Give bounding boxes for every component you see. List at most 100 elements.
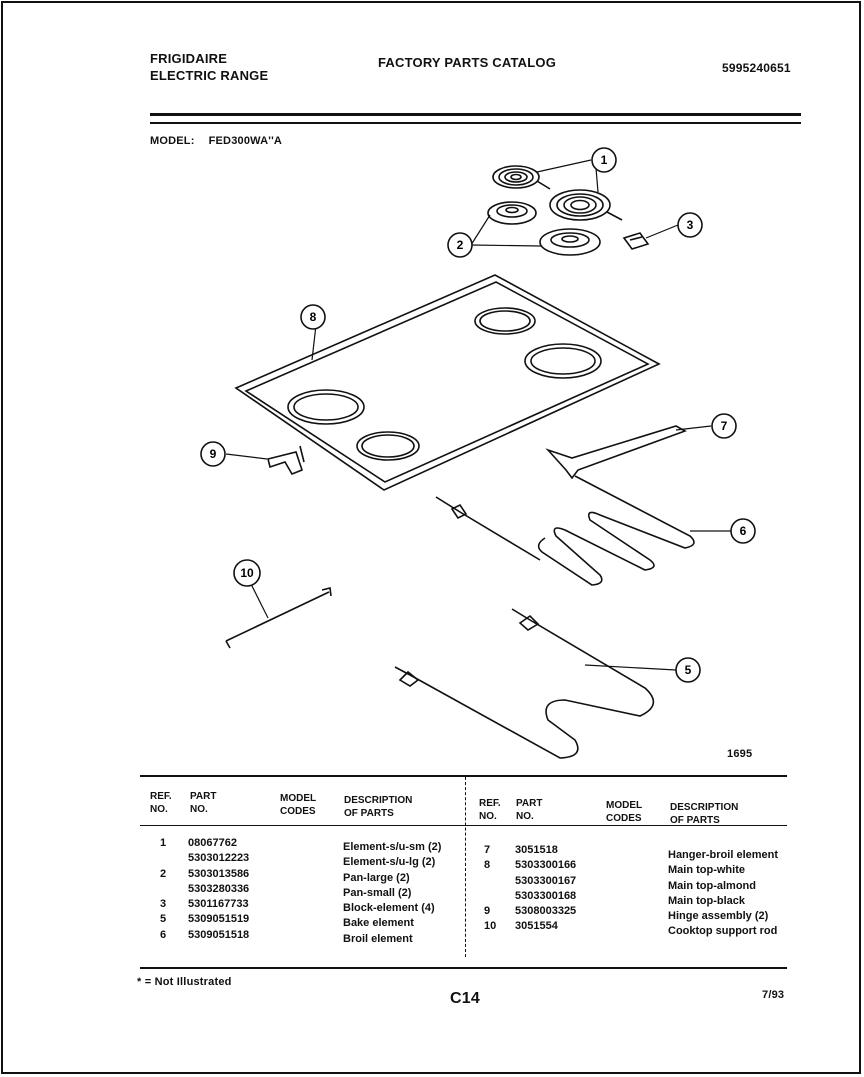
drip-pan-large [539, 228, 601, 256]
callout-label: 5 [685, 663, 692, 677]
ref-cell: 9 [484, 905, 491, 918]
callout-3: 3 [677, 212, 703, 238]
header-part-right: PART NO. [516, 798, 543, 822]
table-header-rule [140, 825, 787, 826]
left-ref-column: 1 2 3 5 6 [160, 836, 166, 943]
part-cell: 5303300166 [515, 859, 577, 872]
right-desc-column: Hanger-broil element Main top-white Main… [668, 848, 778, 940]
header-ref-left: REF. NO. [150, 791, 172, 815]
page-id: C14 [450, 990, 480, 1007]
desc-cell: Element-s/u-sm (2) [343, 841, 442, 853]
product-type: ELECTRIC RANGE [150, 68, 269, 83]
desc-cell: Pan-large (2) [343, 871, 410, 884]
header-desc-right: DESCRIPTION OF PARTS [670, 802, 739, 826]
part-cell: 5301167733 [188, 898, 249, 911]
callout-9: 9 [200, 441, 226, 467]
right-ref-column: 7 8 9 10 [484, 843, 496, 935]
header-part-left: PART NO. [190, 791, 217, 815]
ref-cell: 5 [160, 913, 167, 926]
part-cell: 5303013586 [188, 867, 250, 880]
main-cooktop [234, 274, 661, 491]
broil-element-hanger [545, 425, 687, 480]
table-top-rule [140, 775, 787, 777]
drawing-number: 1695 [727, 748, 753, 760]
drip-pan-small [487, 201, 537, 225]
brand-block: FRIGIDAIRE ELECTRIC RANGE [150, 50, 268, 84]
ref-cell: 1 [160, 837, 167, 849]
ref-cell [160, 851, 166, 866]
ref-cell: 10 [484, 920, 497, 933]
callout-label: 3 [687, 218, 694, 232]
desc-cell: Main top-black [668, 894, 746, 907]
part-cell: 5309051518 [188, 928, 250, 941]
part-cell: 5308003325 [515, 905, 577, 918]
right-part-column: 3051518 5303300166 5303300167 5303300168… [515, 843, 576, 935]
ref-cell: 2 [160, 867, 167, 880]
callout-6: 6 [730, 518, 756, 544]
header-desc-left: DESCRIPTION OF PARTS [344, 795, 413, 819]
left-desc-column: Element-s/u-sm (2) Element-s/u-lg (2) Pa… [343, 840, 441, 947]
brand-name: FRIGIDAIRE [150, 51, 228, 66]
ref-cell [484, 889, 496, 904]
ref-cell [484, 874, 496, 889]
callout-2: 2 [447, 232, 473, 258]
ref-cell: 6 [160, 928, 167, 941]
model-label: MODEL: [150, 135, 195, 147]
terminal-block [622, 232, 650, 250]
header-codes-right: MODEL CODES [606, 800, 643, 824]
callout-label: 6 [740, 524, 747, 538]
part-cell: 08067762 [188, 837, 237, 849]
part-cell: 5309051519 [188, 913, 250, 926]
surface-element-small [492, 165, 551, 190]
broil-element [435, 475, 695, 586]
desc-cell: Hanger-broil element [668, 849, 779, 861]
callout-5: 5 [675, 657, 701, 683]
callout-label: 9 [210, 447, 217, 461]
desc-cell: Pan-small (2) [343, 886, 412, 899]
header-rule-thin [150, 122, 801, 124]
desc-cell: Broil element [343, 932, 413, 945]
callout-label: 7 [721, 419, 728, 433]
desc-cell: Element-s/u-lg (2) [343, 856, 436, 869]
callout-label: 8 [310, 310, 317, 324]
cooktop-support-rod [225, 587, 332, 649]
callout-8: 8 [300, 304, 326, 330]
table-divider [465, 777, 466, 957]
callout-7: 7 [711, 413, 737, 439]
desc-cell: Main top-almond [668, 879, 756, 892]
callout-1: 1 [591, 147, 617, 173]
catalog-number: 5995240651 [722, 61, 791, 75]
desc-cell: Cooktop support rod [668, 925, 778, 938]
desc-cell: Hinge assembly (2) [668, 910, 769, 923]
surface-element-large [549, 189, 623, 221]
table-bottom-rule [140, 967, 787, 969]
model-number: FED300WA''A [208, 135, 283, 147]
desc-cell: Main top-white [668, 864, 745, 877]
not-illustrated-note: * = Not Illustrated [137, 976, 232, 988]
part-cell: 3051518 [515, 844, 558, 856]
model-line: MODEL: FED300WA''A [150, 135, 282, 147]
part-cell: 5303300168 [515, 889, 577, 902]
revision-date: 7/93 [762, 989, 785, 1001]
callout-label: 2 [457, 238, 464, 252]
part-cell: 5303280336 [188, 882, 250, 895]
callout-10: 10 [233, 559, 261, 587]
ref-cell: 8 [484, 859, 491, 872]
ref-cell: 7 [484, 844, 491, 856]
callout-label: 1 [601, 153, 608, 167]
part-cell: 5303012223 [188, 852, 250, 865]
header-rule-thick [150, 113, 801, 116]
callout-label: 10 [240, 566, 254, 580]
catalog-title: FACTORY PARTS CATALOG [378, 55, 557, 70]
desc-cell: Bake element [343, 917, 414, 930]
header-ref-right: REF. NO. [479, 798, 501, 822]
ref-cell: 3 [160, 898, 167, 911]
part-cell: 5303300167 [515, 874, 577, 887]
header-codes-left: MODEL CODES [280, 793, 317, 817]
part-cell: 3051554 [515, 920, 558, 933]
bake-element [394, 608, 655, 759]
left-part-column: 08067762 5303012223 5303013586 530328033… [188, 836, 249, 943]
desc-cell: Block-element (4) [343, 902, 435, 915]
